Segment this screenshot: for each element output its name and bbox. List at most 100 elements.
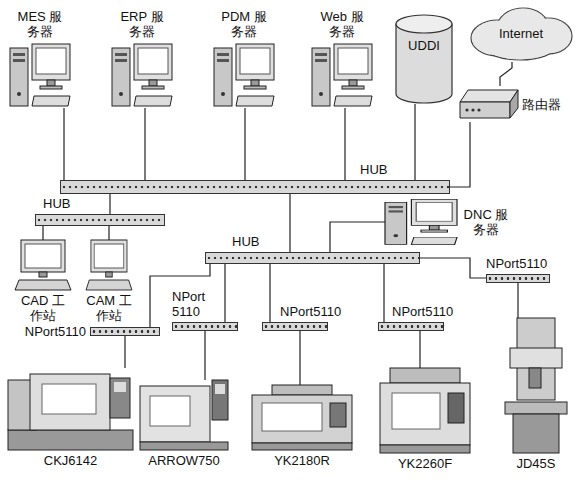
server-icon: [10, 44, 70, 106]
machine-tool-picture: [330, 403, 346, 427]
hub-bar: HUB: [35, 214, 165, 226]
device-label: YK2260F: [398, 456, 452, 471]
device-label: Web 服务器: [314, 9, 370, 39]
serial-server: NPort5110: [378, 322, 444, 331]
machine-tool-picture: [252, 443, 352, 450]
machining-center-picture: [150, 396, 190, 426]
network-link: [517, 283, 518, 318]
device-label: NPort5110: [25, 324, 86, 339]
milling-machine-picture: [505, 318, 567, 453]
serial-server: NPort5110: [90, 327, 160, 336]
network-link: [289, 194, 290, 252]
network-link: [124, 336, 125, 368]
device-label: MES 服务器: [12, 9, 68, 39]
network-link: [224, 264, 225, 322]
device-label: CAD 工作站: [18, 293, 68, 323]
router-icon: 路由器: [458, 86, 518, 122]
server-icon: ERP 服务器: [112, 42, 172, 108]
machine-tool-picture: [380, 445, 470, 453]
network-link: [383, 264, 384, 322]
hub-bar: HUB: [60, 180, 450, 194]
machine-tool: CKJ6142: [8, 368, 133, 450]
network-link: [344, 108, 345, 180]
server-icon: [385, 199, 457, 244]
milling-machine-picture: [510, 348, 562, 368]
network-link: [419, 331, 420, 368]
server-icon: [112, 44, 172, 106]
database-cylinder: UDDI: [395, 14, 453, 104]
machining-center-picture: [140, 386, 210, 442]
machine-tool-picture: [252, 385, 352, 450]
network-link: [330, 222, 385, 252]
device-label: NPort5110: [280, 304, 341, 319]
machine-tool-picture: [390, 368, 460, 383]
network-link: [414, 104, 415, 180]
device-label: PDM 服务器: [216, 9, 272, 39]
server-icon: MES 服务器: [10, 42, 70, 108]
router-icon: [460, 90, 518, 102]
server-icon: PDM 服务器: [214, 42, 274, 108]
database-cylinder: [396, 24, 452, 103]
device-label: CAM 工作站: [84, 293, 134, 323]
workstation-icon: [15, 240, 71, 290]
database-cylinder: [396, 15, 452, 33]
router-icon: [477, 108, 480, 111]
network-link: [500, 62, 512, 86]
machine-tool: JD45S: [505, 318, 567, 453]
server-icon: Web 服务器: [312, 42, 372, 108]
device-label: HUB: [43, 196, 70, 211]
device-label: ARROW750: [148, 453, 220, 468]
database-cylinder: [395, 14, 453, 104]
machining-center-picture: [215, 384, 225, 394]
network-link: [204, 331, 205, 380]
network-link: [299, 331, 300, 385]
internet-cloud: Internet: [468, 4, 574, 62]
network-link: [144, 108, 145, 180]
serial-server: NPort 5110: [172, 322, 238, 331]
milling-machine-picture: [513, 414, 559, 453]
workstation-icon: CAD 工作站: [15, 240, 71, 290]
network-link: [269, 264, 270, 322]
machine-tool-picture: [272, 385, 332, 395]
device-label: HUB: [360, 162, 387, 177]
node-label: Internet: [499, 26, 543, 41]
device-label: YK2180R: [274, 453, 330, 468]
network-link: [450, 122, 470, 187]
lathe-picture: [42, 384, 96, 414]
network-link: [244, 108, 245, 180]
machine-tool-picture: [252, 395, 352, 443]
network-link: [420, 258, 486, 278]
network-link: [63, 108, 64, 180]
lathe-picture: [30, 374, 110, 430]
device-label: ERP 服务器: [114, 9, 170, 39]
machine-tool: YK2180R: [252, 385, 352, 450]
router-icon: [465, 108, 468, 111]
router-icon: [460, 90, 518, 118]
router-icon: [471, 108, 474, 111]
lathe-picture: [110, 378, 130, 418]
server-icon: [312, 44, 372, 106]
device-label: HUB: [232, 234, 259, 249]
machine-tool-picture: [448, 393, 464, 423]
router-icon: [460, 102, 510, 118]
network-link: [42, 226, 43, 240]
lathe-picture: [8, 430, 133, 450]
server-icon: [214, 44, 274, 106]
machining-center-picture: [140, 442, 228, 450]
machine-tool-picture: [392, 393, 440, 429]
serial-server: NPort5110: [262, 322, 328, 331]
machine-tool-picture: [380, 368, 470, 453]
device-label: CKJ6142: [44, 453, 97, 468]
hub-bar: HUB: [205, 252, 420, 264]
server-icon: DNC 服务器: [385, 198, 457, 246]
machining-center-picture: [140, 380, 228, 450]
milling-machine-picture: [505, 402, 567, 414]
lathe-picture: [8, 374, 133, 450]
device-label: NPort5110: [392, 304, 453, 319]
network-link: [109, 194, 110, 214]
router-icon: [510, 90, 518, 118]
machine-tool-picture: [380, 383, 470, 445]
serial-server: NPort5110: [486, 274, 550, 283]
